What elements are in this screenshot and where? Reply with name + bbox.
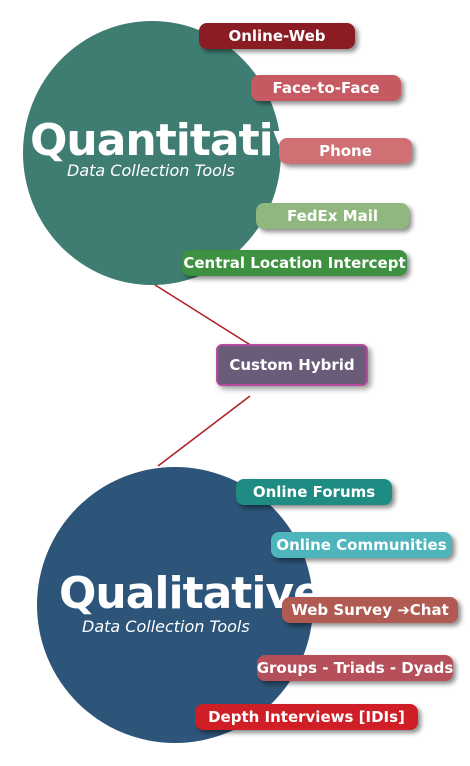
method-online-web[interactable]: Online-Web: [199, 23, 355, 49]
qualitative-title: Qualitative: [59, 568, 323, 619]
method-depth-interviews[interactable]: Depth Interviews [IDIs]: [195, 704, 418, 730]
method-phone[interactable]: Phone: [279, 138, 412, 164]
method-online-forums[interactable]: Online Forums: [236, 479, 392, 505]
connector-hybrid-to-qual: [157, 395, 251, 467]
method-groups-triads-dyads[interactable]: Groups - Triads - Dyads: [257, 655, 453, 681]
custom-hybrid-box[interactable]: Custom Hybrid: [216, 344, 368, 386]
qualitative-subtitle: Data Collection Tools: [82, 617, 250, 636]
qualitative-circle: [37, 467, 313, 743]
quantitative-circle: [23, 21, 281, 285]
connector-quant-to-hybrid: [151, 282, 253, 347]
method-online-communities[interactable]: Online Communities: [271, 532, 452, 558]
method-central-location-intercept[interactable]: Central Location Intercept: [182, 250, 407, 276]
method-fedex-mail[interactable]: FedEx Mail: [256, 203, 409, 229]
quantitative-subtitle: Data Collection Tools: [67, 161, 235, 180]
method-face-to-face[interactable]: Face-to-Face: [251, 75, 401, 101]
method-web-survey-chat[interactable]: Web Survey ➔Chat: [282, 597, 458, 623]
